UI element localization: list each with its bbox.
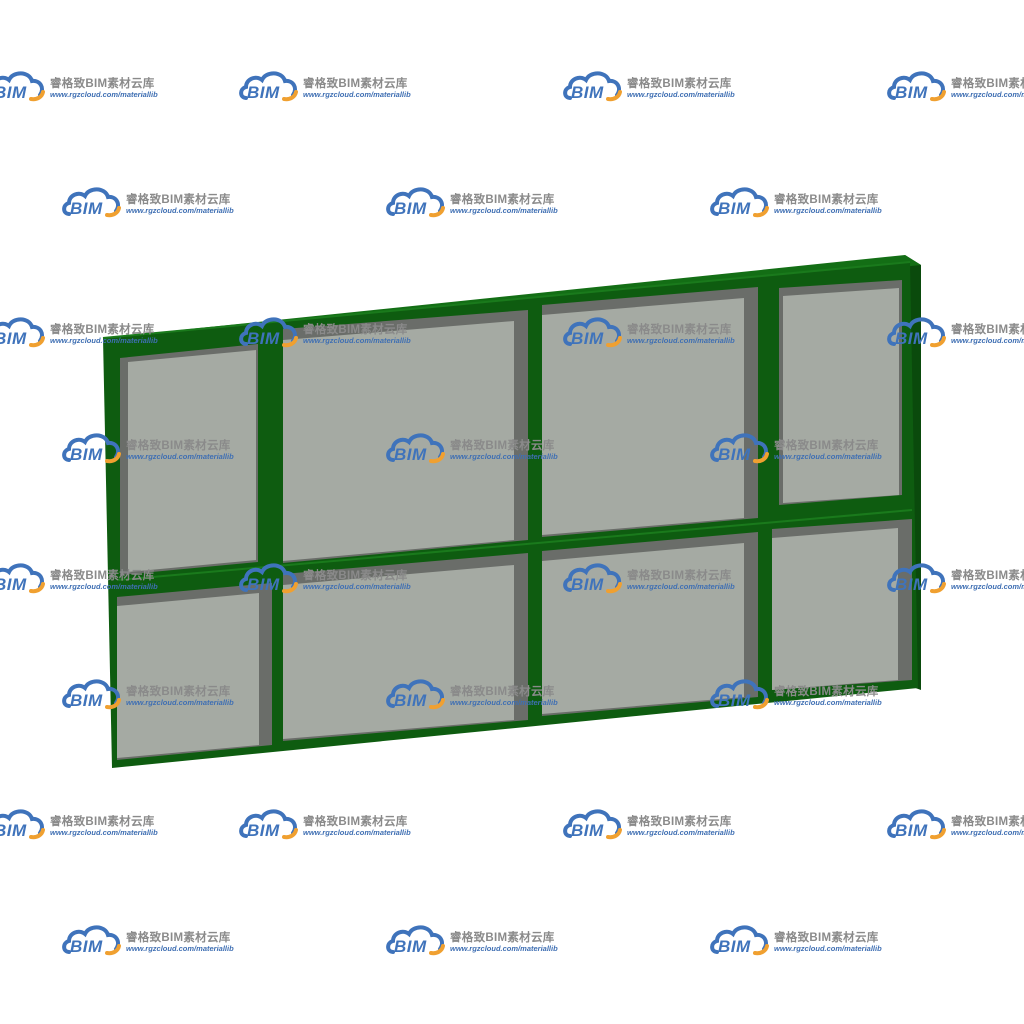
glass-pane	[772, 528, 898, 690]
top-row-panes	[120, 280, 902, 575]
bottom-row-panes	[117, 519, 912, 760]
glass-pane	[117, 593, 259, 758]
glass-pane	[542, 543, 744, 714]
glass-pane	[128, 350, 256, 572]
glass-pane	[783, 288, 899, 503]
glass-pane	[542, 298, 744, 535]
glass-pane	[283, 565, 514, 739]
glass-pane	[283, 321, 514, 561]
